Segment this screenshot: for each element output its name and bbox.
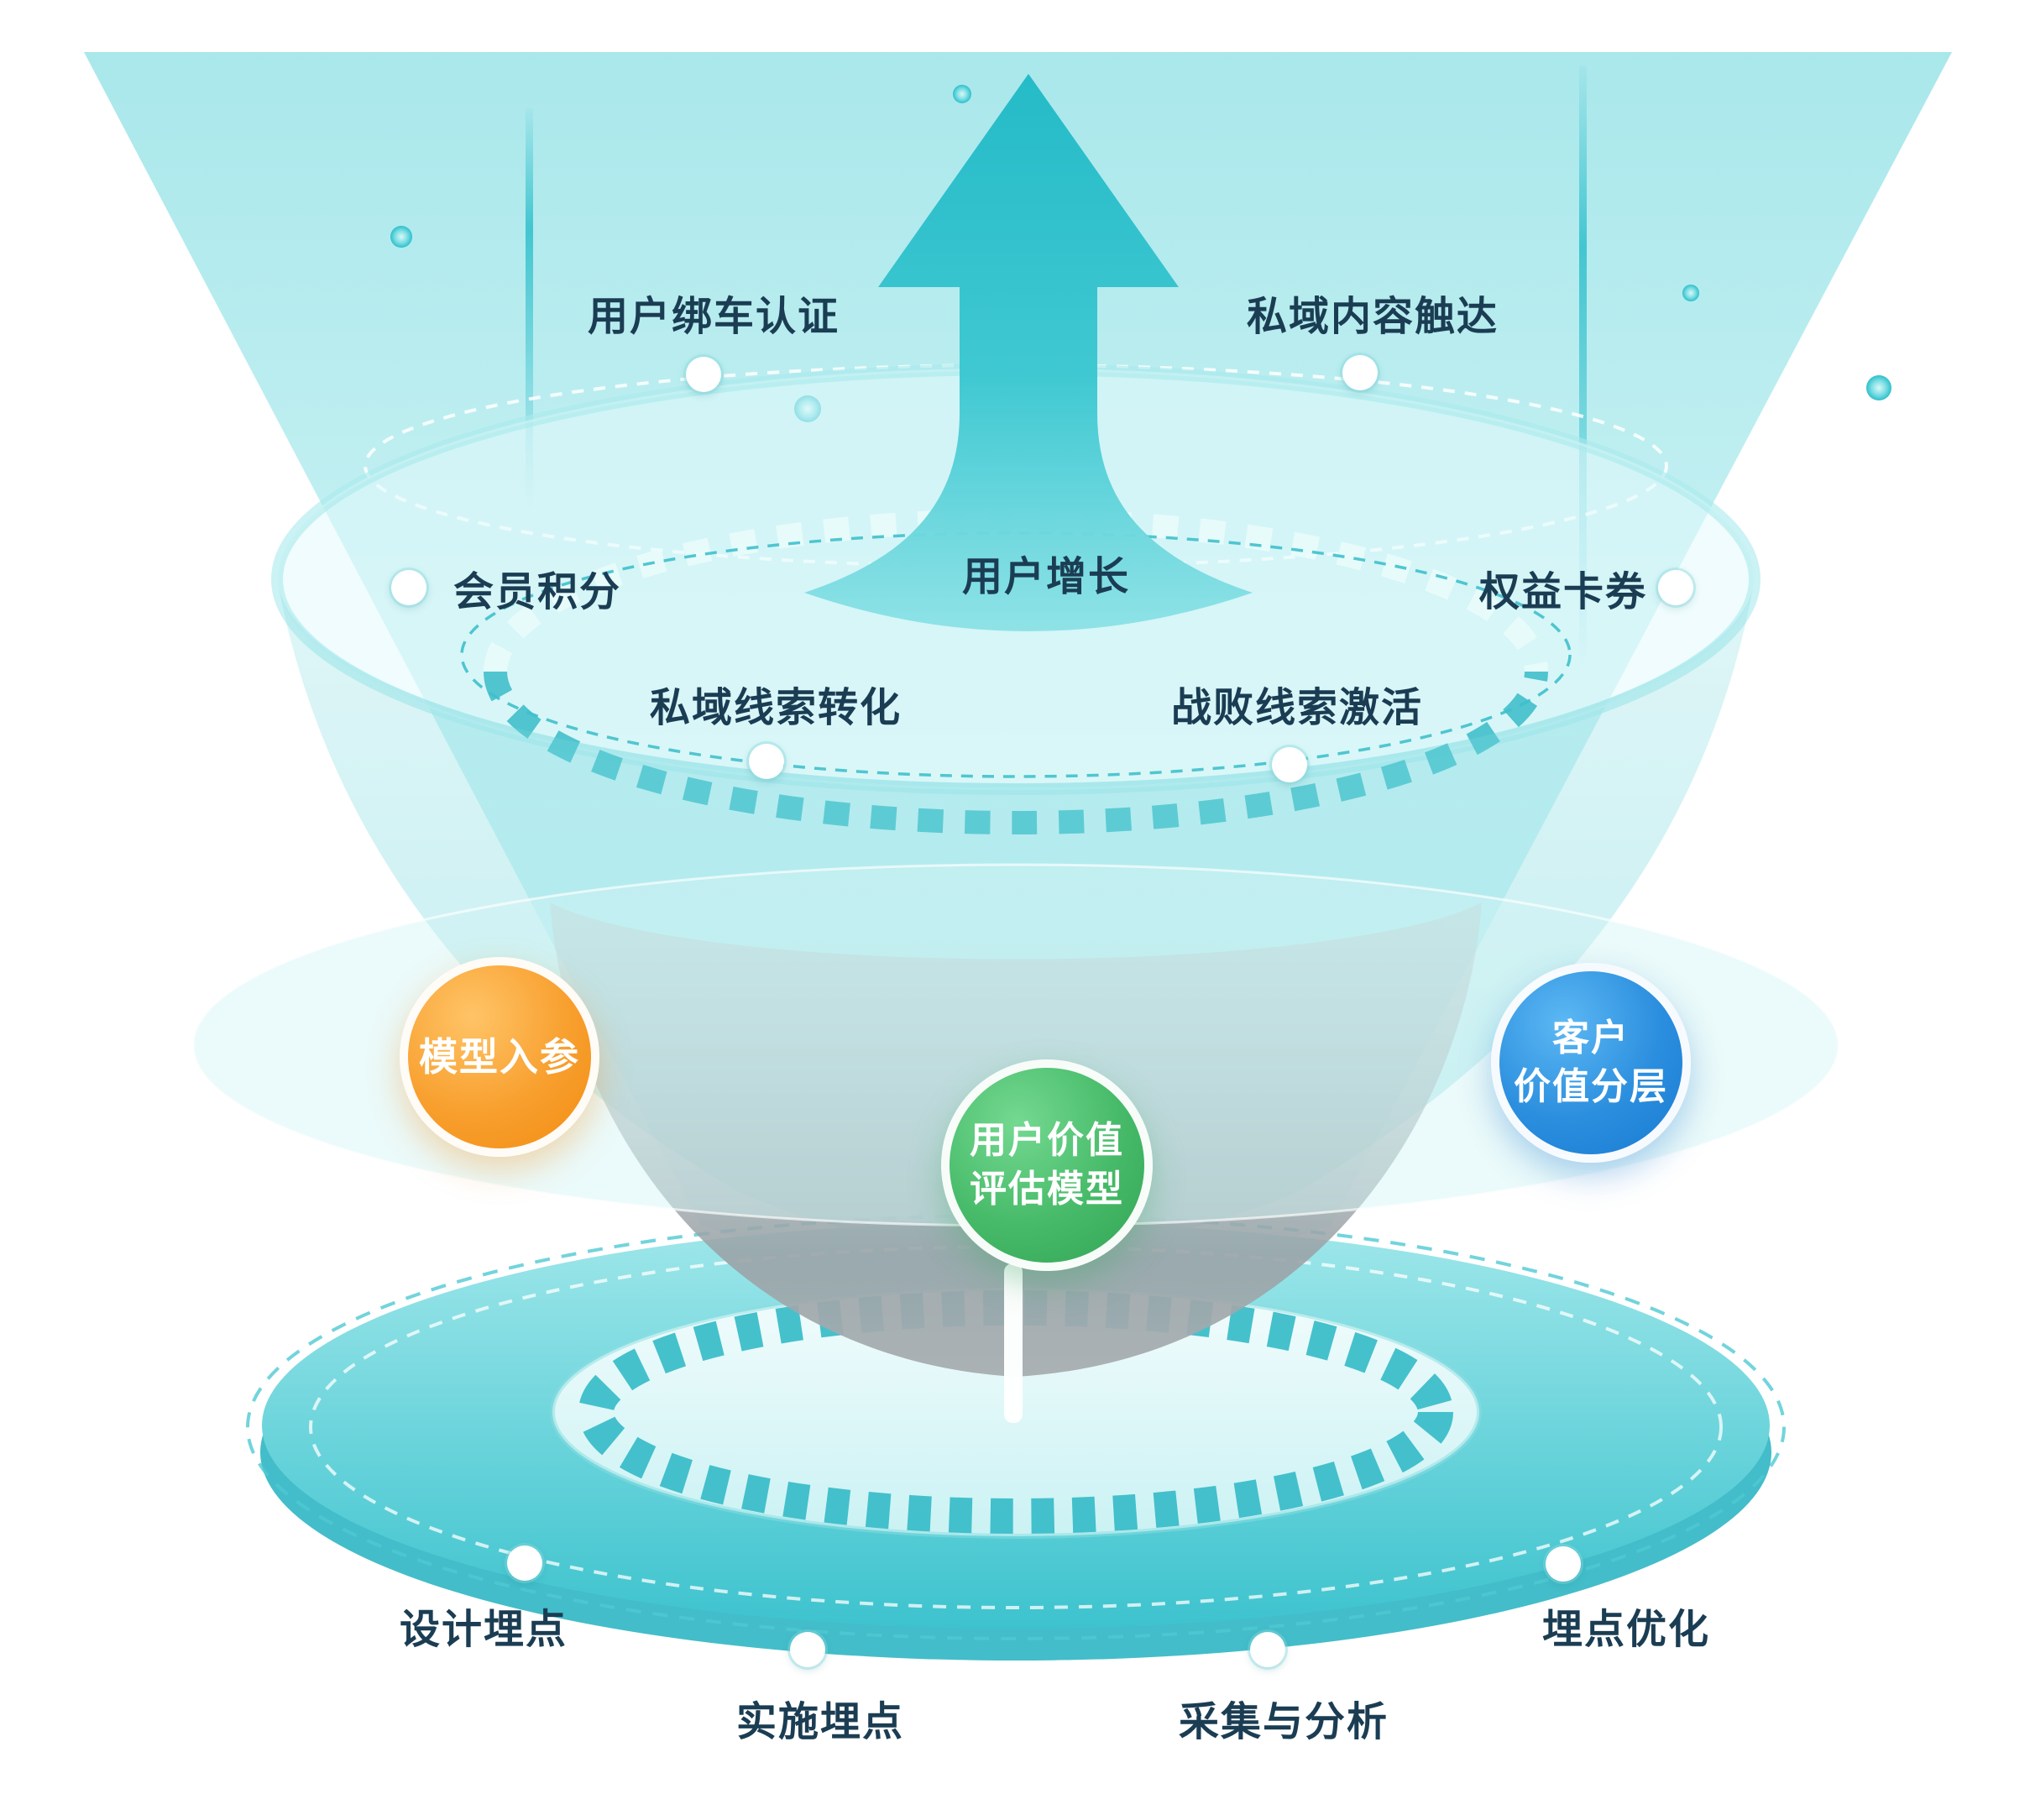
node-marker-implement-tracking: [790, 1632, 825, 1667]
label-user-growth: 用户增长: [961, 555, 1131, 599]
label-collect-analyze: 采集与分析: [1178, 1700, 1389, 1744]
node-marker-benefit-coupons: [1658, 570, 1693, 605]
node-marker-tracking-optimize: [1546, 1546, 1581, 1582]
node-user-value-model-line2: 评估模型: [970, 1169, 1124, 1210]
node-marker-lost-lead: [1272, 747, 1307, 782]
node-customer-value-tiers-line2: 价值分层: [1514, 1066, 1668, 1107]
base-ring: [246, 1214, 1786, 1660]
label-lost-lead-activation: 战败线索激活: [1170, 686, 1424, 730]
node-marker-design-tracking: [507, 1545, 542, 1581]
label-bind-auth: 用户绑车认证: [587, 295, 840, 339]
label-private-lead-conversion: 私域线索转化: [649, 686, 903, 730]
inner-dashed-orbit: [460, 531, 1572, 778]
node-marker-private-lead: [749, 744, 784, 779]
node-marker-member-points: [391, 570, 426, 605]
label-member-points: 会员积分: [453, 570, 622, 615]
node-marker-private-content: [1342, 355, 1378, 390]
label-design-tracking: 设计埋点: [399, 1608, 568, 1652]
node-user-value-model: 用户价值 评估模型: [941, 1059, 1153, 1271]
bowl-highlight-bar: [1004, 1263, 1023, 1423]
node-customer-value-tiers-line1: 客户: [1552, 1017, 1630, 1059]
node-marker-bind-auth: [686, 357, 721, 392]
label-tracking-optimize: 埋点优化: [1541, 1608, 1711, 1652]
node-user-value-model-line1: 用户价值: [970, 1119, 1124, 1161]
label-implement-tracking: 实施埋点: [735, 1700, 905, 1744]
growth-arrow-icon: [804, 74, 1253, 631]
node-customer-value-tiers: 客户 价值分层: [1491, 963, 1691, 1163]
node-model-input-label: 模型入参: [419, 1034, 580, 1079]
node-marker-collect-analyze: [1250, 1632, 1285, 1667]
label-private-content-reach: 私域内容触达: [1246, 295, 1499, 339]
node-model-input: 模型入参: [400, 957, 599, 1157]
label-benefit-coupons: 权益卡券: [1478, 570, 1648, 615]
